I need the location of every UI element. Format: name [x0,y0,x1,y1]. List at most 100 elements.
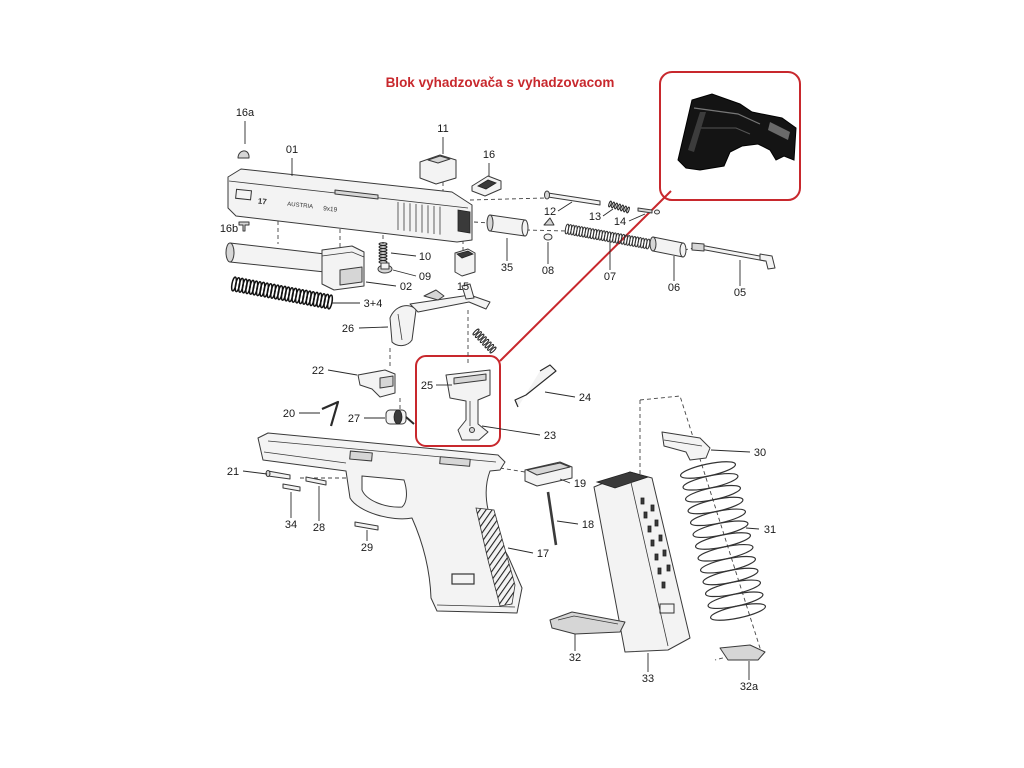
magazine-feed-lips [595,471,650,489]
part-label-22: 22 [312,365,324,377]
spring-coil [704,579,762,598]
leader-line [390,252,417,257]
part-label-13: 13 [589,211,601,223]
plunger-ring [543,233,553,241]
witness-hole [666,564,671,572]
part-label-12: 12 [544,206,556,218]
slide-lock-spring-end [393,409,403,425]
ejector-housing-photo-body [677,93,797,171]
ejector-housing-part-25-23 [445,369,491,441]
firing-pin-spring-part-07 [564,223,651,250]
leader-line [556,520,579,525]
slide-ejection-port [334,189,379,200]
follower-edge [663,439,703,447]
part-label-30: 30 [754,447,766,459]
witness-hole [662,549,667,557]
trigger-bar [409,294,491,313]
part-label-23: 23 [544,430,556,442]
ejector-housing-pin-hole [469,427,475,433]
spring-coil [697,543,754,562]
spring-coil [682,472,739,491]
frame-trigger-housing-slot [439,456,471,467]
assembly-line [499,467,526,473]
slide-stop-spring-part-20 [321,400,340,427]
ejector-housing-photo-slot [768,122,790,140]
slide-logo [235,188,253,201]
spacer-sleeve-end [521,219,529,237]
witness-hole [643,511,648,519]
ejector-housing-photo-rib [688,112,706,152]
part-number-labels: 16a 11 01 16 16b 10 09 02 35 15 08 12 13… [220,107,776,693]
part-label-34: 34 [285,519,297,531]
spring-coil [707,591,764,610]
sleeve-part-06 [652,236,684,258]
sleeve-end [679,242,687,258]
witness-hole [661,581,666,589]
spring-coil [378,248,388,252]
part-label-14: 14 [614,216,626,228]
rear-sight-notch [427,155,451,164]
witness-hole [650,504,655,512]
part-label-3-4: 3+4 [364,298,383,310]
witness-hole [657,567,662,575]
spring-coil [479,336,487,344]
witness-hole [647,525,652,533]
screw-part-16b [238,221,250,232]
magazine-tube-part-33 [593,471,691,653]
spring-coil [611,201,615,209]
spring-coil [378,245,388,249]
spring-coil [689,508,747,527]
slide-lock-spring-part-27 [385,409,415,425]
highlight-box-product-photo [659,71,801,201]
part-label-19: 19 [574,478,586,490]
ejector-housing-photo-edge [700,127,751,135]
spring-coil [326,294,334,310]
sleeve-end [649,236,657,252]
barrel-tube [229,242,326,273]
witness-hole [654,519,659,527]
part-label-26: 26 [342,323,354,335]
leader-line [602,208,614,217]
assembly-line [525,229,567,232]
assembly-line [473,221,491,224]
plunger-part-08 [543,217,555,226]
witness-hole [654,553,659,561]
leader-line [481,425,541,436]
spacer-sleeve-end [486,214,494,232]
pin-head [544,190,550,200]
part-label-32: 32 [569,652,581,664]
part-label-28: 28 [313,522,325,534]
firing-pin-lug [759,253,776,270]
part-label-21: 21 [227,466,239,478]
slide-rear-plate [457,209,471,234]
diagram-title: Blok vyhadzovača s vyhadzovacom [386,75,615,90]
part-label-35: 35 [501,262,513,274]
recoil-spring-part-3-4 [230,276,334,310]
pin-part-18 [546,491,558,546]
spring-coil [477,333,485,341]
part-label-06: 06 [668,282,680,294]
part-label-02: 02 [400,281,412,293]
spring-coil [684,484,742,503]
spring-coil [378,242,388,246]
firing-pin-part-05 [691,242,776,270]
magazine-spring-part-31 [679,461,767,621]
connector-part-24 [514,364,557,408]
trigger-bar-cruciform [461,283,475,300]
part-label-01: 01 [286,144,298,156]
front-sight-part-16a [237,150,250,159]
spring-cups-part-14 [637,207,653,214]
trigger-safety-line [397,313,403,341]
barrel-muzzle [225,242,235,263]
spring-coil [482,338,490,346]
part-label-31: 31 [764,524,776,536]
spring-coil [378,257,388,261]
trigger-bar-part-26 [389,283,491,347]
spring-coil [487,344,495,351]
leader-line [559,478,571,484]
part-label-10: 10 [419,251,431,263]
spring-coil [484,341,492,349]
spring-coil [474,331,482,338]
part-label-18: 18 [582,519,594,531]
spring-coil [702,567,759,586]
